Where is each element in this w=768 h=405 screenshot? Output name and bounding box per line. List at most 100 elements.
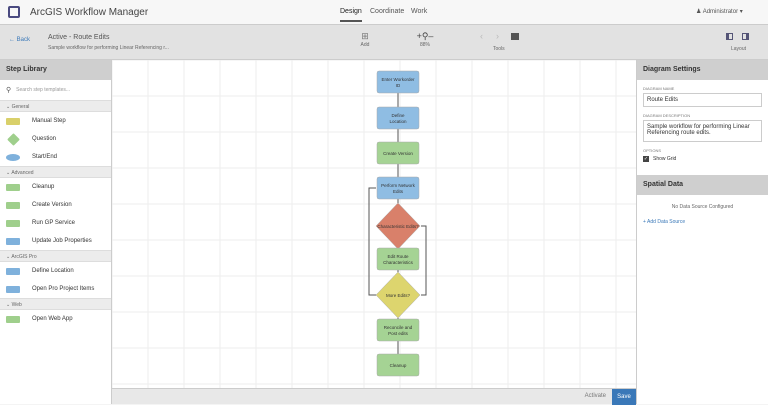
ellipse-shape-icon — [6, 153, 20, 161]
user-menu[interactable]: ♟ Administrator ▾ — [696, 8, 743, 15]
plus-icon: + — [643, 219, 648, 225]
step-template[interactable]: Create Version — [0, 196, 111, 214]
step-template[interactable]: Run GP Service — [0, 214, 111, 232]
rect-shape-icon — [6, 183, 20, 191]
diagram-subtitle: Sample workflow for performing Linear Re… — [48, 45, 169, 51]
search-placeholder: Search step templates... — [16, 87, 71, 93]
chevron-down-icon: ▾ — [739, 9, 743, 15]
skip-connector — [421, 225, 427, 296]
step-template[interactable]: Start/End — [0, 148, 111, 166]
section-arcgis-pro[interactable]: ⌄ ArcGIS Pro — [0, 250, 111, 262]
workflow-step[interactable]: More Edits? — [375, 271, 421, 319]
workflow-step[interactable]: Characteristic Edits? — [375, 202, 421, 250]
rect-shape-icon — [6, 315, 20, 323]
no-data-source-text: No Data Source Configured — [671, 204, 734, 210]
search-icon: ⚲ — [6, 87, 12, 94]
diagram-description-label: DIAGRAM DESCRIPTION — [643, 113, 691, 118]
workflow-step[interactable]: Create Version — [376, 141, 420, 165]
chevron-down-icon: ⌄ — [6, 254, 12, 260]
right-panel-toggle-icon[interactable] — [742, 33, 749, 40]
rect-shape-icon — [6, 267, 20, 275]
step-shape[interactable] — [376, 106, 420, 130]
diamond-shape-icon — [7, 132, 20, 146]
step-label: Open Web App — [32, 316, 73, 322]
spatial-data-title: Spatial Data — [637, 175, 768, 195]
step-shape[interactable] — [376, 247, 420, 271]
step-label: Question — [32, 136, 57, 142]
step-label: Characteristic Edits? — [377, 224, 419, 229]
step-template[interactable]: Open Pro Project Items — [0, 280, 111, 298]
save-button[interactable]: Save — [612, 389, 636, 405]
add-button[interactable]: ⊞Add — [358, 31, 372, 48]
step-shape[interactable] — [376, 318, 420, 342]
step-shape[interactable] — [376, 353, 420, 377]
diagram-name-input[interactable]: Route Edits — [643, 93, 762, 107]
tab-coordinate[interactable]: Coordinate — [370, 8, 405, 15]
step-shape[interactable] — [376, 176, 420, 200]
decision-shape[interactable] — [375, 271, 421, 319]
step-label: Run GP Service — [32, 220, 75, 226]
activate-button[interactable]: Activate — [584, 393, 606, 399]
step-template[interactable]: Open Web App — [0, 310, 111, 328]
search-input[interactable]: ⚲ Search step templates... — [0, 80, 111, 100]
show-grid-label: Show Grid — [653, 156, 677, 162]
rect-shape-icon — [6, 219, 20, 227]
tab-design[interactable]: Design — [340, 8, 362, 22]
arrow-left-icon: ← — [9, 37, 17, 43]
app-title: ArcGIS Workflow Manager — [30, 7, 149, 18]
section-label: ArcGIS Pro — [11, 254, 37, 260]
step-label: Create Version — [32, 202, 72, 208]
step-shape[interactable] — [376, 70, 420, 94]
step-template[interactable]: Question — [0, 130, 111, 148]
add-data-source-link[interactable]: + Add Data Source — [643, 219, 762, 225]
step-label: Cleanup — [32, 184, 55, 190]
rect-shape-icon — [6, 117, 20, 125]
step-template[interactable]: Cleanup — [0, 178, 111, 196]
step-template[interactable]: Define Location — [0, 262, 111, 280]
workflow-step[interactable]: Cleanup — [376, 353, 420, 377]
calendar-icon[interactable] — [511, 33, 519, 40]
checkbox-checked-icon: ✓ — [643, 156, 649, 162]
section-web[interactable]: ⌄ Web — [0, 298, 111, 310]
add-data-source-label: Add Data Source — [647, 219, 686, 225]
bottom-bar: Activate Save — [112, 388, 636, 405]
add-icon: ⊞ — [361, 31, 369, 41]
step-label: More Edits? — [386, 293, 411, 298]
toolbar: ← Back Active - Route Edits Sample workf… — [0, 25, 768, 60]
rect-shape-icon — [6, 237, 20, 245]
section-advanced[interactable]: ⌄ Advanced — [0, 166, 111, 178]
section-general[interactable]: ⌄ General — [0, 100, 111, 112]
step-label: Create Version — [383, 151, 413, 156]
chevron-down-icon: ⌄ — [6, 302, 12, 308]
show-grid-checkbox[interactable]: ✓ Show Grid — [637, 153, 768, 165]
step-library-title: Step Library — [0, 60, 111, 80]
layout-label: Layout — [731, 46, 747, 52]
back-button[interactable]: ← Back — [9, 37, 30, 43]
step-template[interactable]: Manual Step — [0, 112, 111, 130]
loop-connector — [368, 187, 376, 296]
redo-icon[interactable]: › — [496, 31, 499, 41]
step-template[interactable]: Update Job Properties — [0, 232, 111, 250]
undo-icon[interactable]: ‹ — [480, 31, 483, 41]
left-panel-toggle-icon[interactable] — [726, 33, 733, 40]
step-label: Manual Step — [32, 118, 66, 124]
diagram-description-input[interactable]: Sample workflow for performing Linear Re… — [643, 120, 762, 142]
tab-work[interactable]: Work — [411, 8, 428, 15]
back-label: Back — [16, 37, 31, 43]
zoom-in-button[interactable]: + — [416, 31, 422, 41]
diagram-title: Active - Route Edits — [48, 34, 110, 41]
zoom-out-button[interactable]: – — [428, 31, 434, 41]
zoom-level: 88% — [419, 42, 430, 48]
user-icon: ♟ — [696, 9, 703, 15]
step-shape[interactable] — [376, 141, 420, 165]
